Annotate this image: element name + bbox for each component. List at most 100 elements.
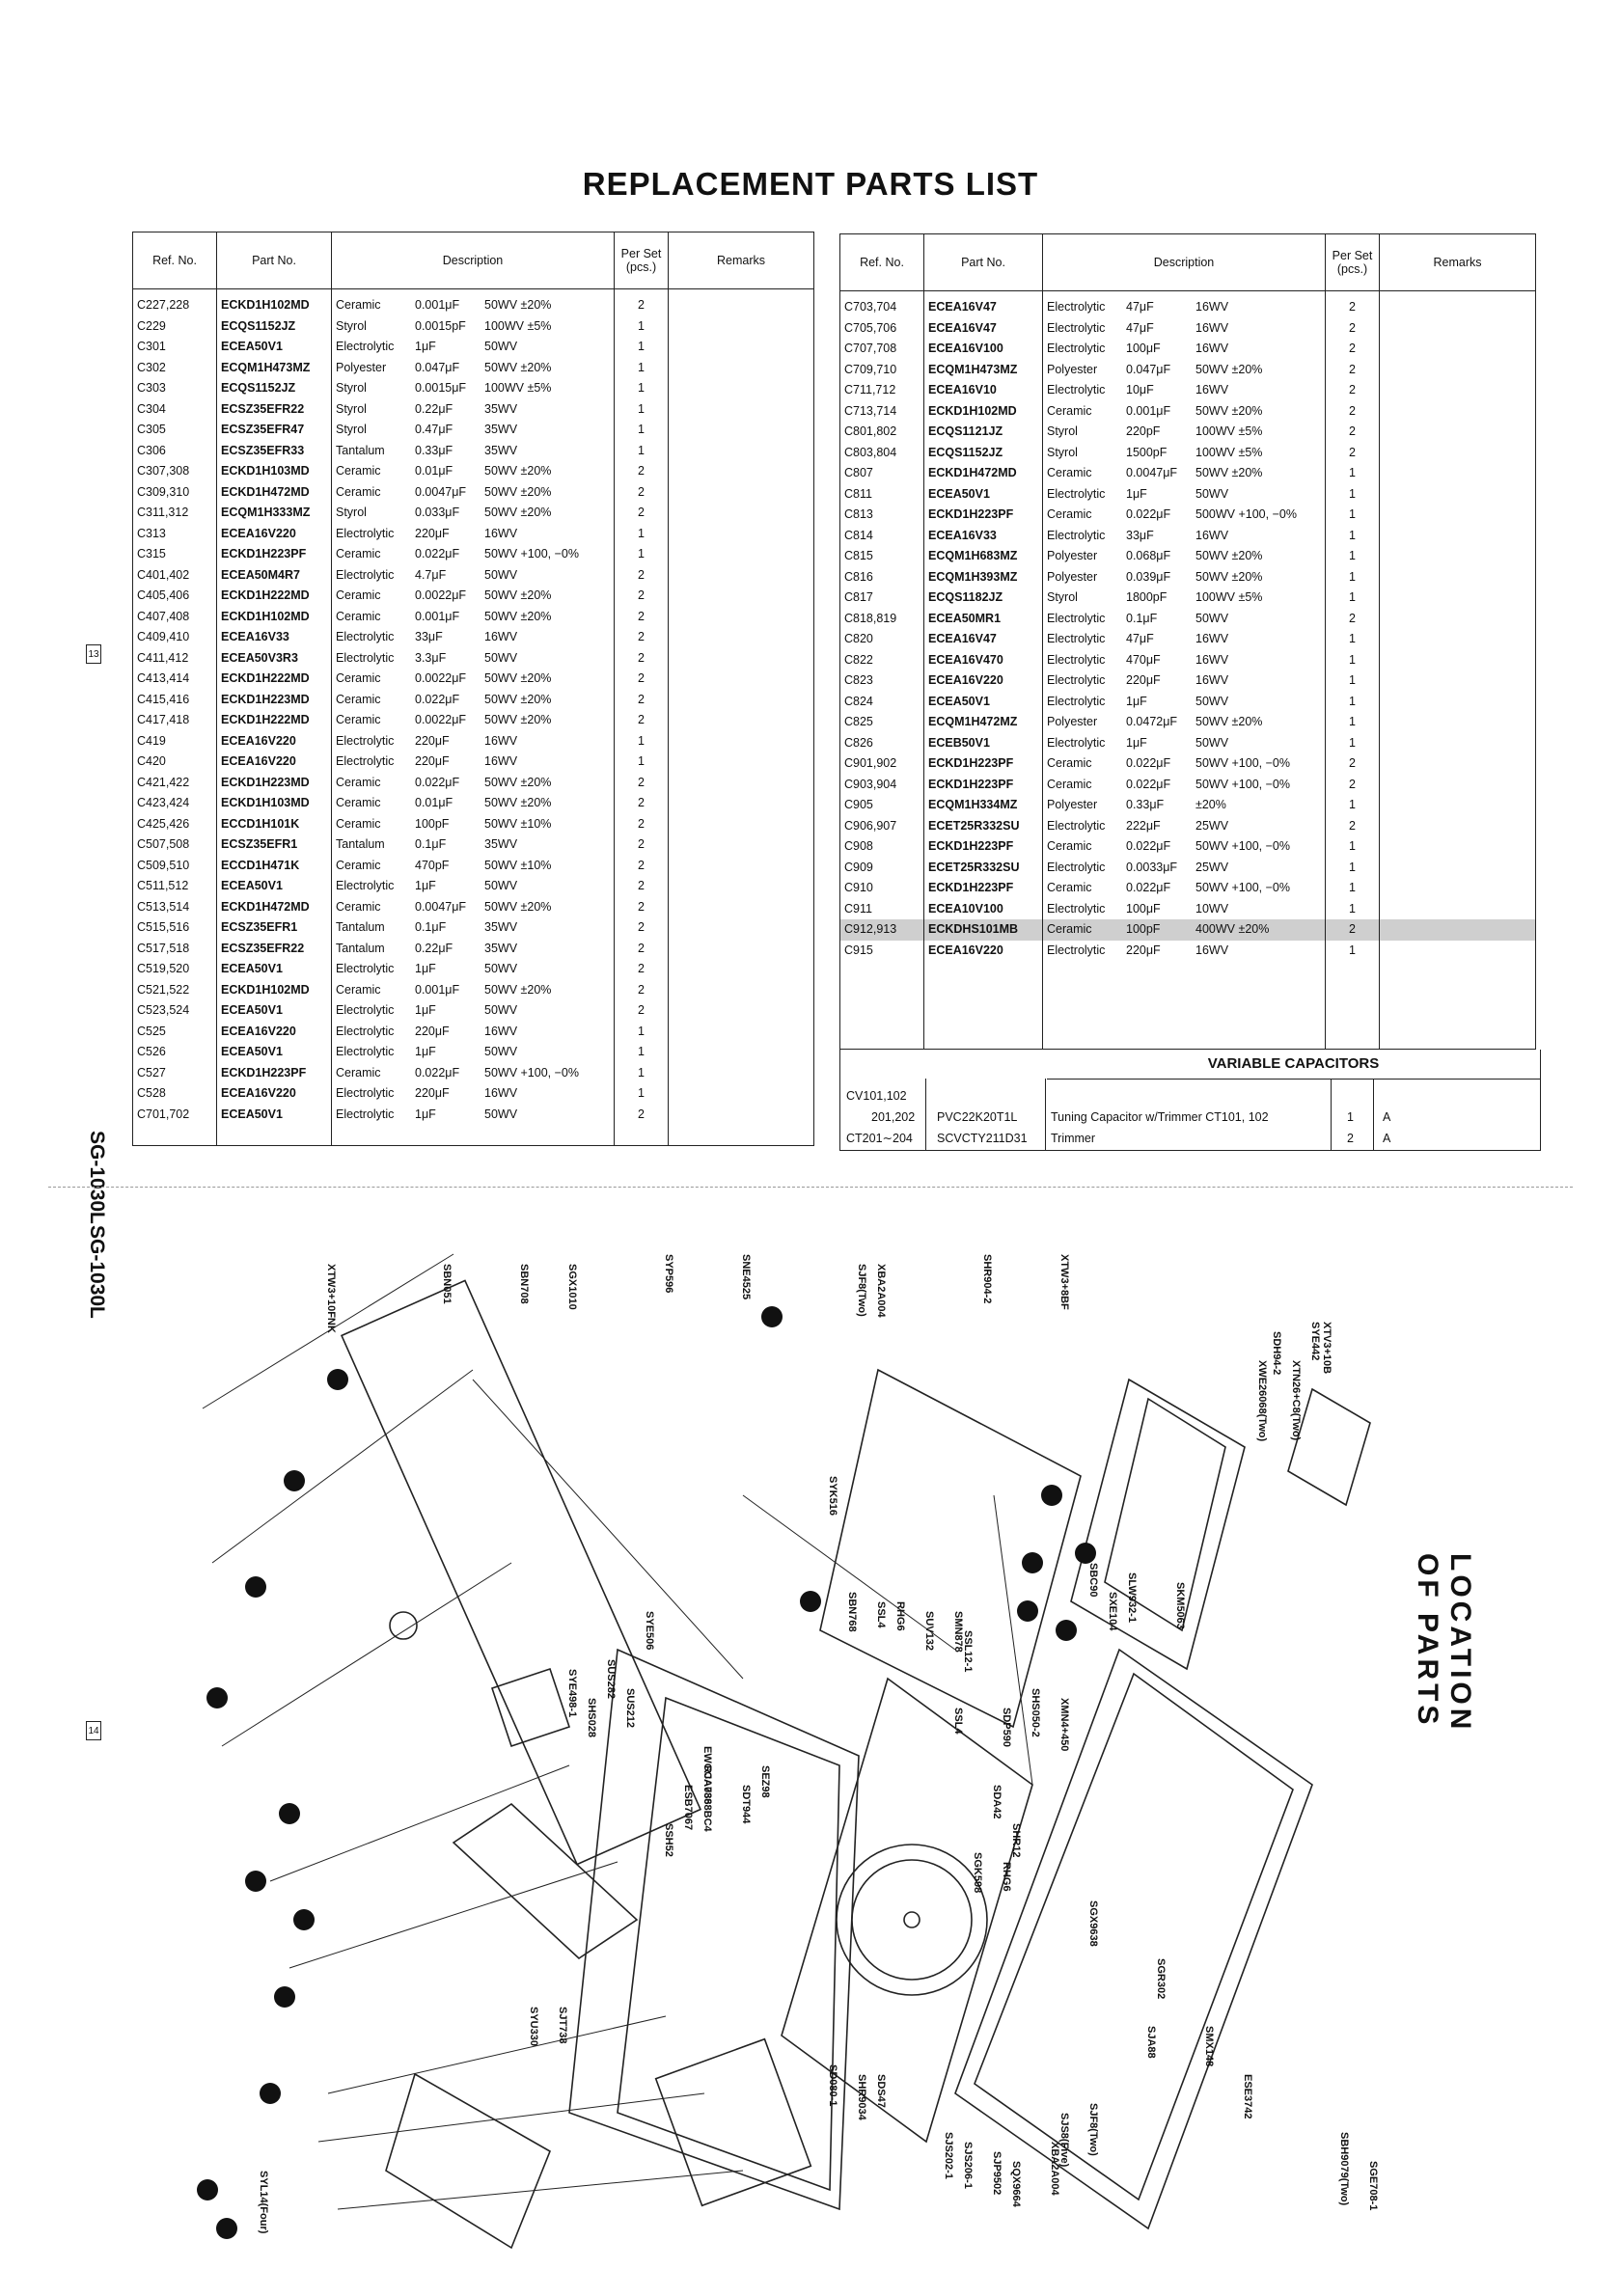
ref-no-cell: C405,406 [132,586,217,607]
part-no-cell: ECEA16V220 [216,752,332,773]
remarks-cell [1379,290,1536,318]
ref-no-cell: C311,312 [132,503,217,524]
per-set-cell: 1 [1325,691,1380,712]
ref-no-cell: C824 [839,691,924,712]
description-part: 10WV [1195,901,1229,916]
per-set-cell: 1 [614,357,669,378]
description-part: 0.022μF [1126,839,1171,853]
description-part: Polyester [1047,798,1098,811]
per-set-cell: 1 [1325,732,1380,753]
description-part: 50WV ±20% [484,360,552,374]
remarks-cell [668,730,814,752]
part-no-cell: ECKD1H223PF [923,836,1043,858]
description-part: 50WV [1195,694,1229,708]
per-set-cell: 2 [1325,422,1380,443]
remarks-cell [668,917,814,939]
ref-no-cell: C309,310 [132,481,217,503]
description-part: Ceramic [1047,839,1092,853]
ref-no-cell: C703,704 [839,290,924,318]
variable-desc-cell: Trimmer [1051,1132,1096,1145]
page-number-13: 13 [86,644,101,664]
part-no-cell: ECEA16V470 [923,649,1043,670]
part-callout-label: XTN26+C8(Two) [1290,1360,1302,1441]
per-set-cell: 2 [1325,919,1380,941]
description-part: 50WV ±20% [1195,715,1263,728]
description-part: 50WV ±20% [484,484,552,499]
remarks-cell [668,606,814,627]
part-no-cell: ECQM1H333MZ [216,503,332,524]
part-no-cell: ECSZ35EFR47 [216,420,332,441]
table-filler [839,961,1536,1050]
part-no-cell: ECEA50V1 [216,1104,332,1125]
per-set-cell: 1 [1325,940,1380,961]
col-ref: Ref. No. [132,232,217,289]
ref-no-cell: C901,902 [839,753,924,775]
part-no-cell: ECKD1H223MD [216,689,332,710]
part-callout-label: SJA88 [1145,2026,1157,2059]
per-set-cell: 2 [1325,774,1380,795]
part-no-cell: ECEA16V47 [923,629,1043,650]
remarks-cell [1379,670,1536,692]
description-part: 0.022μF [415,692,460,706]
description-part: Ceramic [336,484,381,499]
description-part: 0.0047μF [415,484,467,499]
ref-no-cell: C411,412 [132,647,217,669]
part-callout-label: SJF8(Two) [856,1264,867,1317]
description-part: 16WV [484,1086,518,1100]
per-set-cell: 2 [614,876,669,897]
description-part: 50WV [484,340,518,353]
part-no-cell: ECEA16V220 [923,670,1043,692]
description-part: Electrolytic [336,1086,395,1100]
per-set-cell: 2 [614,938,669,959]
ref-no-cell: C229 [132,315,217,337]
model-label-lower: SG-1030L [86,1225,108,1319]
per-set-cell: 2 [614,896,669,917]
description-part: Polyester [1047,549,1098,562]
description-part: 50WV ±20% [484,899,552,914]
description-part: 0.22μF [415,941,453,955]
part-no-cell: ECEA16V33 [216,627,332,648]
part-callout-label: SKM5063 [1174,1582,1186,1629]
ref-no-cell: C815 [839,546,924,567]
description-part: Ceramic [336,816,381,831]
ref-no-cell: C423,424 [132,793,217,814]
ref-no-cell: C911 [839,898,924,919]
ref-no-cell: C420 [132,752,217,773]
per-set-cell: 2 [614,669,669,690]
ref-no-cell: C820 [839,629,924,650]
per-set-cell: 2 [1325,815,1380,836]
description-part: Electrolytic [336,567,395,582]
part-callout-label: ESB7067 [682,1785,694,1830]
turntable-base-outline [781,1677,1033,2144]
per-set-cell: 1 [1325,878,1380,899]
ref-no-cell: C912,913 [839,919,924,941]
remarks-cell [668,420,814,441]
ref-no-cell: C910 [839,878,924,899]
part-no-cell: ECEA16V220 [216,523,332,544]
per-set-cell: 2 [614,564,669,586]
